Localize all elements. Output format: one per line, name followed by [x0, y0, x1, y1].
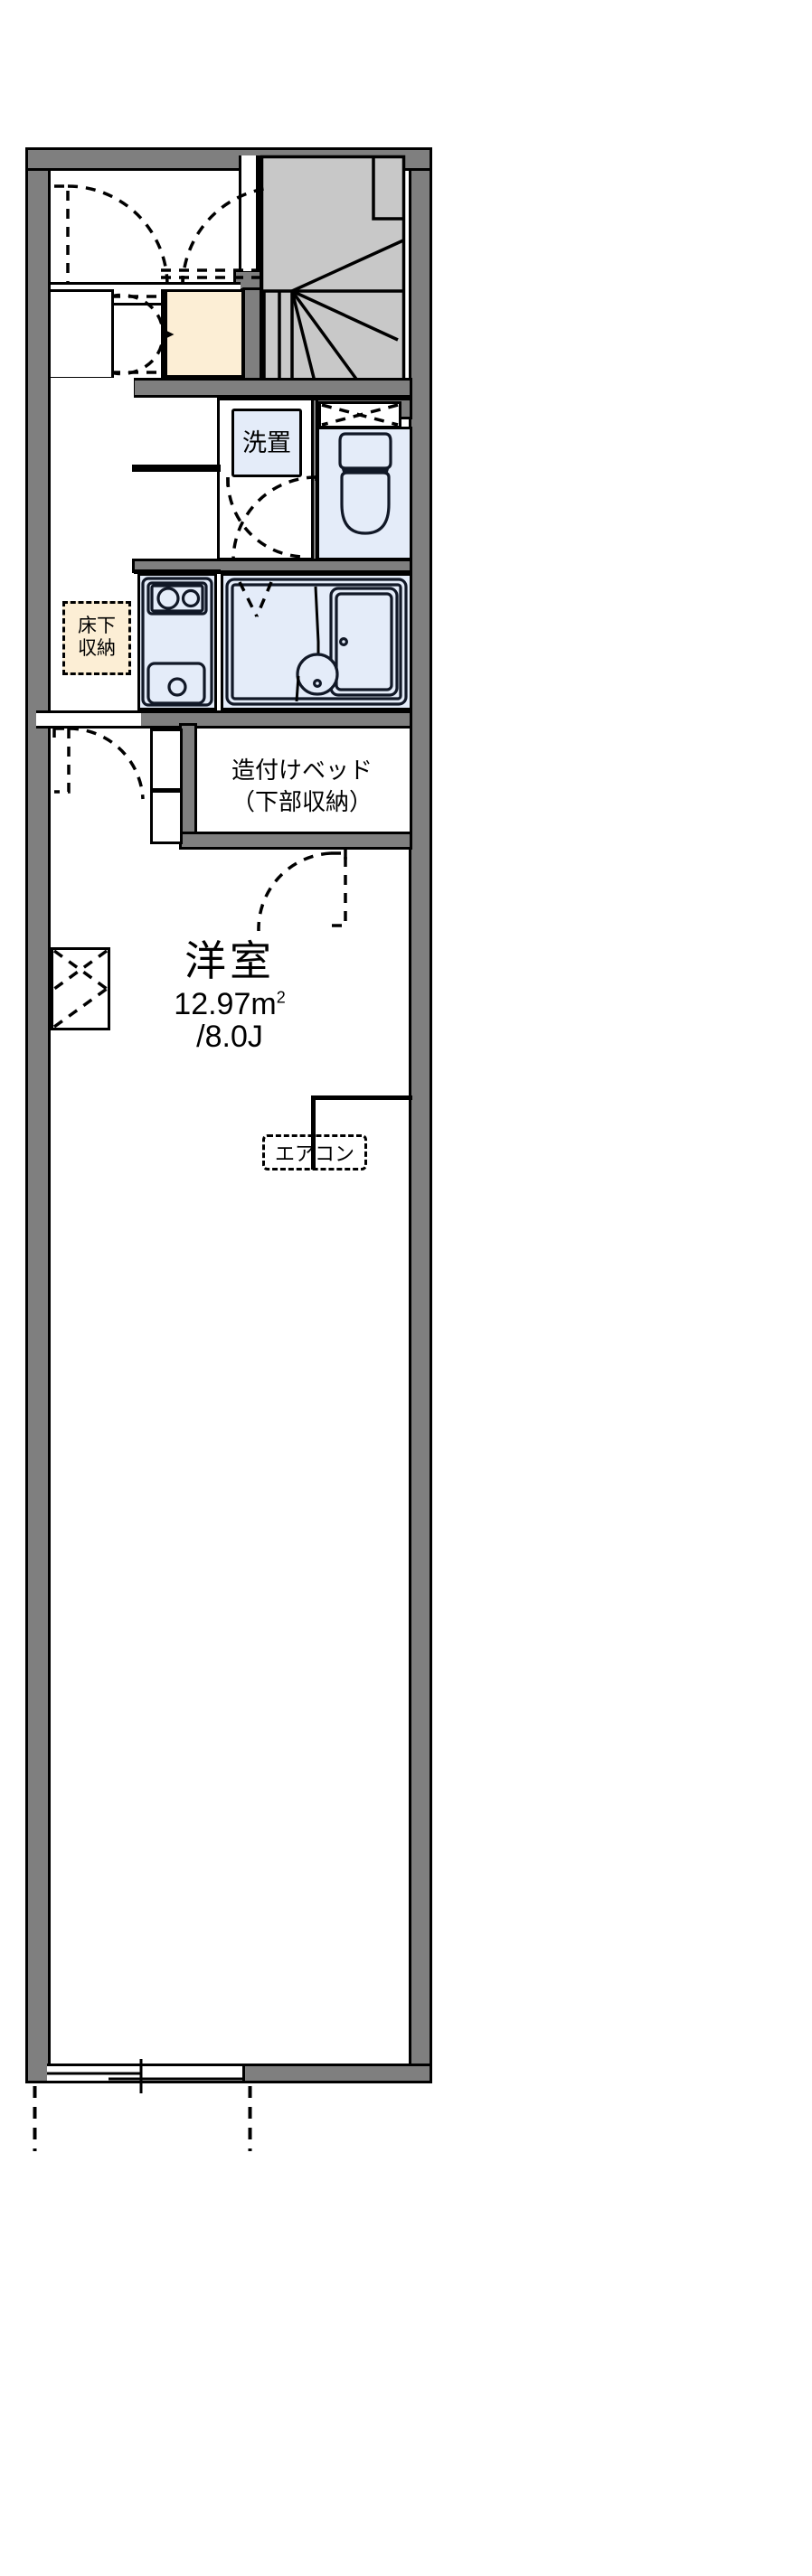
air-conditioner-box: エアコン [262, 1134, 367, 1170]
main-room-area-unit: 2 [276, 988, 286, 1007]
main-room-area-value: 12.97m [174, 986, 277, 1021]
genkan-lower-wall [132, 378, 412, 398]
hall-alcove [51, 289, 114, 380]
unit-bath-fixtures [224, 577, 409, 707]
kitchen-bath-bottom-wall [132, 710, 412, 729]
staircase-block [260, 155, 406, 384]
balcony-sliding-door [47, 2059, 242, 2093]
hall-left-wall-seg [51, 378, 134, 398]
outer-wall-bottom-right [242, 2064, 432, 2083]
upper-closet-dashed [161, 268, 262, 280]
toilet-window [318, 401, 401, 428]
toilet-icon [338, 432, 392, 535]
built-in-bed-label: 造付けベッド （下部収納） [192, 741, 412, 832]
under-floor-storage-line1: 床下 [78, 616, 116, 637]
room-door-swing [233, 848, 351, 945]
outer-wall-right [409, 147, 432, 2083]
air-conditioner-label: エアコン [274, 1142, 354, 1165]
genkan-wall-right [242, 287, 262, 381]
entrance-genkan-floor [165, 289, 244, 378]
balcony-extent-right [248, 2086, 252, 2151]
washer-label: 洗置 [242, 428, 291, 456]
bed-bottom-wall [179, 832, 412, 850]
sliding-door-icon [47, 2059, 242, 2093]
under-floor-storage-line2: 収納 [78, 638, 116, 659]
main-room-area: 12.97m2 [51, 987, 409, 1021]
ac-shelf-line [311, 1095, 412, 1100]
kitchen-fixtures [141, 577, 213, 707]
stair-corridor-gap [239, 155, 259, 271]
closet-cabinet [150, 729, 183, 844]
winder-staircase-icon [260, 155, 406, 384]
genkan-jamb [161, 289, 165, 380]
under-floor-storage-box: 床下 収納 [62, 601, 131, 675]
main-room-name: 洋室 [184, 937, 275, 984]
outer-wall-left [25, 147, 51, 2083]
built-in-bed-line1: 造付けベッド [231, 756, 373, 784]
hall-door-swing [49, 723, 157, 804]
window-x-icon [52, 949, 109, 1029]
balcony-extent-left [33, 2086, 37, 2151]
ac-riser-line [311, 1095, 316, 1170]
hall-mid-wall [132, 465, 221, 472]
kitchen-top-rail [134, 569, 221, 574]
main-room-jo: /8.0J [196, 1019, 263, 1054]
toilet-fixture [329, 432, 401, 539]
main-room-left-window [51, 947, 110, 1030]
main-room-label: 洋室 12.97m2 /8.0J [51, 937, 409, 1054]
toilet-door-swing [226, 474, 326, 564]
hall-left-divider [36, 710, 141, 729]
closet-shelf-divider [150, 788, 183, 793]
small-window-icon [321, 403, 399, 427]
built-in-bed-line2: （下部収納） [231, 788, 373, 815]
washer-door-swing [221, 474, 322, 560]
washer-placement-box: 洗置 [231, 409, 302, 477]
